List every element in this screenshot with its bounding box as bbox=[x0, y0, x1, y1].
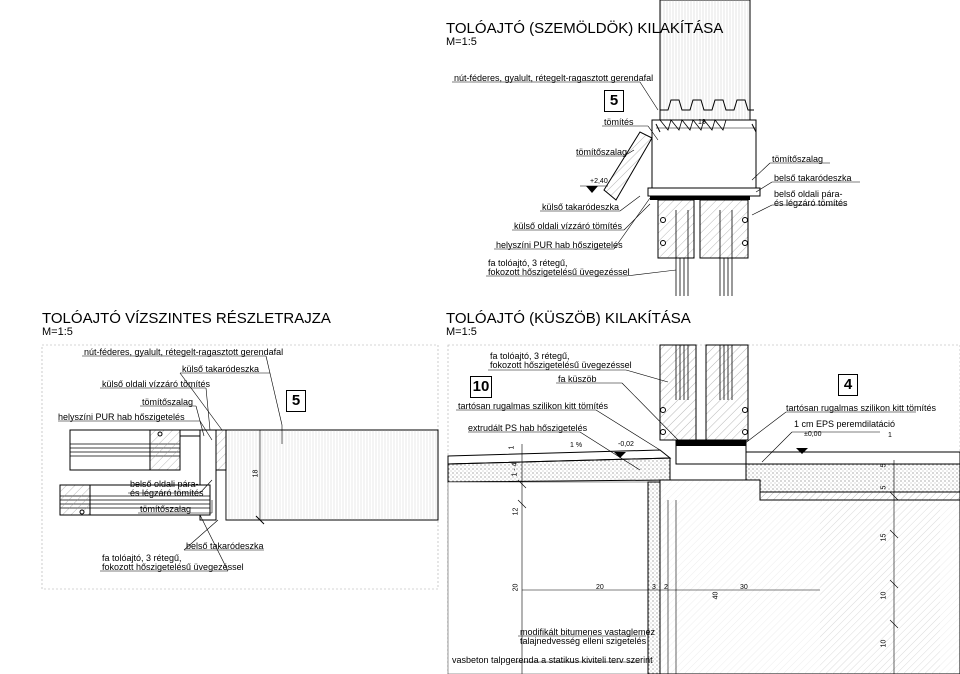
right-dim: 20 bbox=[512, 583, 520, 592]
right-dim: 40 bbox=[712, 591, 720, 600]
left-wall-label: nút-féderes, gyalult, rétegelt-ragasztot… bbox=[84, 347, 284, 357]
right-level-left: -0,02 bbox=[618, 441, 634, 448]
top-level-label: +2,40 bbox=[590, 178, 608, 185]
right-dim: 20 bbox=[596, 584, 604, 591]
right-number-box-left: 10 bbox=[470, 376, 492, 398]
right-dim: 12 bbox=[512, 507, 520, 516]
left-strip1-label: tömítőszalag bbox=[142, 397, 194, 407]
right-silicone-left-label: tartósan rugalmas szilikon kitt tömítés bbox=[458, 401, 609, 411]
right-rebar-label: vasbeton talpgerenda a statikus kiviteli… bbox=[452, 655, 653, 665]
left-scale: M=1:5 bbox=[42, 326, 73, 338]
top-scale: M=1:5 bbox=[446, 36, 477, 48]
right-eps-label: 1 cm EPS peremdilatáció bbox=[794, 419, 896, 429]
right-dim: 10 bbox=[880, 591, 888, 600]
right-dim: 1 bbox=[508, 445, 516, 450]
right-dim: 5 bbox=[880, 463, 888, 468]
right-scale: M=1:5 bbox=[446, 326, 477, 338]
right-dim: 1 - 4 bbox=[511, 462, 519, 477]
right-dim: 5 bbox=[880, 485, 888, 490]
right-dim: 10 bbox=[880, 639, 888, 648]
right-dim: 3 bbox=[652, 584, 656, 591]
right-dim: 2 bbox=[664, 584, 668, 591]
top-detail bbox=[452, 0, 860, 296]
left-pur-label: helyszíni PUR hab hőszigetelés bbox=[58, 412, 185, 422]
left-title: TOLÓAJTÓ VÍZSZINTES RÉSZLETRAJZA bbox=[42, 310, 331, 327]
top-seal-label: tömítés bbox=[604, 117, 634, 127]
right-slope-label: 1 % bbox=[570, 442, 583, 449]
right-dim: 30 bbox=[740, 584, 748, 591]
left-outer-seal-label: külső oldali vízzáró tömítés bbox=[102, 379, 211, 389]
right-detail bbox=[447, 344, 960, 674]
right-bitumen-label: modifikált bitumenes vastaglemez talajne… bbox=[520, 627, 656, 646]
top-strip-left-label: tömítőszalag bbox=[576, 147, 628, 157]
right-xps-label: extrudált PS hab hőszigetelés bbox=[468, 423, 588, 433]
right-door-label: fa tolóajtó, 3 rétegű, fokozott hősziget… bbox=[490, 351, 632, 370]
top-number-box: 5 bbox=[604, 90, 624, 112]
top-strip-right-label: tömítőszalag bbox=[772, 154, 824, 164]
left-door-label: fa tolóajtó, 3 rétegű, fokozott hősziget… bbox=[102, 553, 244, 572]
right-silicone-right-label: tartósan rugalmas szilikon kitt tömítés bbox=[786, 403, 937, 413]
top-door-label: fa tolóajtó, 3 rétegű, fokozott hősziget… bbox=[488, 258, 630, 277]
left-dim-18: 18 bbox=[252, 469, 260, 478]
top-pur-label: helyszíni PUR hab hőszigetelés bbox=[496, 240, 623, 250]
left-strip2-label: tömítőszalag bbox=[140, 504, 192, 514]
right-level-right: ±0,00 bbox=[804, 431, 822, 438]
left-number-box: 5 bbox=[286, 390, 306, 412]
left-detail bbox=[41, 344, 439, 590]
top-inner-seal-label: belső oldali pára- és légzáró tömítés bbox=[774, 189, 848, 208]
right-threshold-label: fa küszöb bbox=[558, 374, 597, 384]
top-outer-seal-label: külső oldali vízzáró tömítés bbox=[514, 221, 623, 231]
right-title: TOLÓAJTÓ (KÜSZÖB) KILAKÍTÁSA bbox=[446, 310, 691, 327]
top-wall-label: nút-féderes, gyalult, rétegelt-ragasztot… bbox=[454, 73, 654, 83]
left-inner-board-label: belső takaródeszka bbox=[186, 541, 264, 551]
top-title: TOLÓAJTÓ (SZEMÖLDÖK) KILAKÍTÁSA bbox=[446, 20, 724, 37]
right-number-box-right: 4 bbox=[838, 374, 858, 396]
left-outer-board-label: külső takaródeszka bbox=[182, 364, 260, 374]
top-outer-board-label: külső takaródeszka bbox=[542, 202, 620, 212]
top-inner-board-label: belső takaródeszka bbox=[774, 173, 852, 183]
top-dim-18: 18 bbox=[698, 119, 706, 126]
right-dim: 15 bbox=[880, 533, 888, 542]
right-dim: 1 bbox=[888, 432, 892, 439]
left-inner-seal-label: belső oldali pára- és légzáró tömítés bbox=[130, 479, 204, 498]
